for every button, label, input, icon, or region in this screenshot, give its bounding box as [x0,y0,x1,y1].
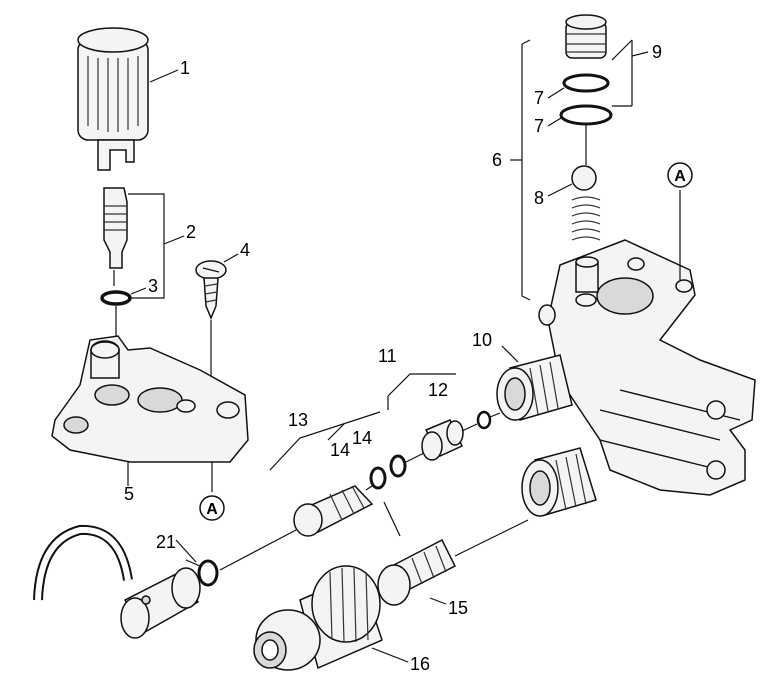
callout-6: 6 [492,150,502,170]
part-injector [293,485,374,537]
part-filter [377,538,457,606]
part-ball [571,165,597,191]
callout-15: 15 [448,598,468,618]
part-o-ring-14a [369,466,387,490]
callout-16: 16 [410,654,430,674]
reference-mark-a-housing: A [667,162,693,188]
callout-9: 9 [652,42,662,62]
reference-mark-a-plate-text: A [206,501,218,518]
part-suction-fitting [120,567,201,639]
callout-5: 5 [124,484,134,504]
callout-11: 11 [378,346,397,366]
part-o-ring-14b [389,454,407,478]
callout-1: 1 [180,58,190,78]
callout-4: 4 [240,240,250,260]
part-spring [571,196,601,241]
callout-14a: 14 [330,440,350,460]
part-o-ring-3 [100,290,132,306]
callout-3: 3 [148,276,158,296]
part-check-valve [421,419,464,461]
part-screw [195,260,227,400]
callout-14b: 14 [352,428,372,448]
part-valve-stem [103,187,128,286]
callout-8: 8 [534,188,544,208]
callout-13: 13 [288,410,308,430]
part-base-plate [51,335,249,492]
part-pump-housing [496,239,756,517]
part-garden-hose-connector [253,565,383,671]
part-o-ring-7a [562,73,610,93]
reference-mark-a-housing-text: A [674,168,686,185]
reference-mark-a-plate: A [199,495,225,521]
callout-7a: 7 [534,88,544,108]
part-o-ring-7b [559,104,613,126]
part-o-ring-21 [197,559,219,587]
part-valve-set [559,14,613,241]
part-o-ring-12 [476,410,492,430]
callout-12: 12 [428,380,448,400]
callout-2: 2 [186,222,196,242]
callout-10: 10 [472,330,492,350]
callout-21: 21 [156,532,176,552]
part-knob [77,27,149,171]
callout-7b: 7 [534,116,544,136]
